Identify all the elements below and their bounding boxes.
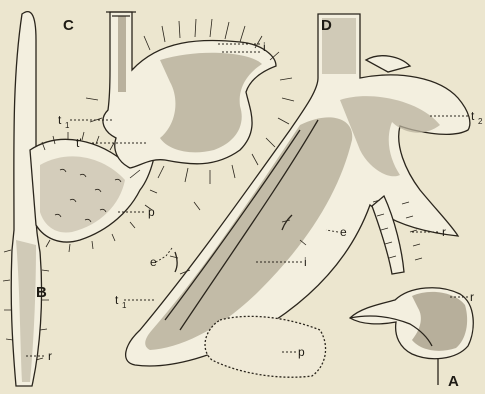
callout-c-t1: t xyxy=(58,113,62,127)
panel-label-d: D xyxy=(321,17,332,34)
callout-a-i: i xyxy=(304,255,307,269)
callout-c-t-prime: t' xyxy=(76,136,82,150)
callout-c-i: i xyxy=(263,40,266,54)
callout-d-t2: t xyxy=(471,109,475,123)
callout-d-r: r xyxy=(442,225,446,239)
callout-a-p: p xyxy=(298,345,305,359)
panel-label-b: B xyxy=(36,284,47,301)
panel-label-a: A xyxy=(448,373,459,390)
callout-a-e-right: e xyxy=(340,225,347,239)
callout-b-p: p xyxy=(148,205,155,219)
callout-a-t1: t xyxy=(115,293,119,307)
callout-a-e-left: e xyxy=(150,255,157,269)
callout-c-t1-subscript: 1 xyxy=(65,121,70,130)
callout-b-r: r xyxy=(48,349,52,363)
panel-label-c: C xyxy=(63,17,74,34)
callout-a-r: r xyxy=(470,290,474,304)
callout-a-t1-subscript: 1 xyxy=(122,301,127,310)
callout-d-t2-subscript: 2 xyxy=(478,117,483,126)
